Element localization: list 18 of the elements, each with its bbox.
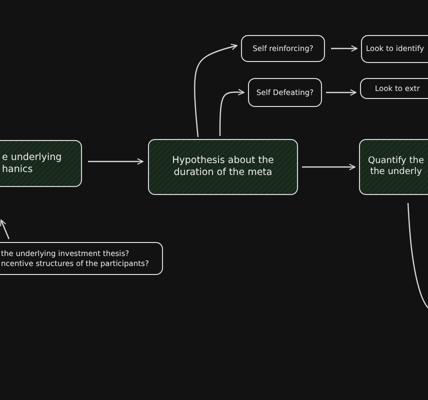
- process-box: [148, 139, 298, 195]
- arrow: [219, 88, 244, 136]
- process-box: [0, 140, 82, 187]
- node-text: e underlying hanics: [2, 152, 63, 176]
- arrow: [326, 89, 356, 96]
- note-box: [0, 242, 163, 275]
- arrow: [88, 158, 144, 165]
- process-box: [359, 139, 428, 195]
- note-box: [241, 35, 325, 62]
- arrow: [302, 164, 356, 170]
- arrow: [331, 45, 358, 52]
- note-box: [361, 35, 428, 63]
- note-box: [248, 78, 322, 107]
- node-text: Hypothesis about the duration of the meta: [171, 155, 275, 179]
- node-text: Quantify the the underly: [366, 156, 425, 178]
- note-box: [360, 78, 428, 99]
- arrow: [0, 220, 10, 240]
- arrow: [194, 44, 238, 138]
